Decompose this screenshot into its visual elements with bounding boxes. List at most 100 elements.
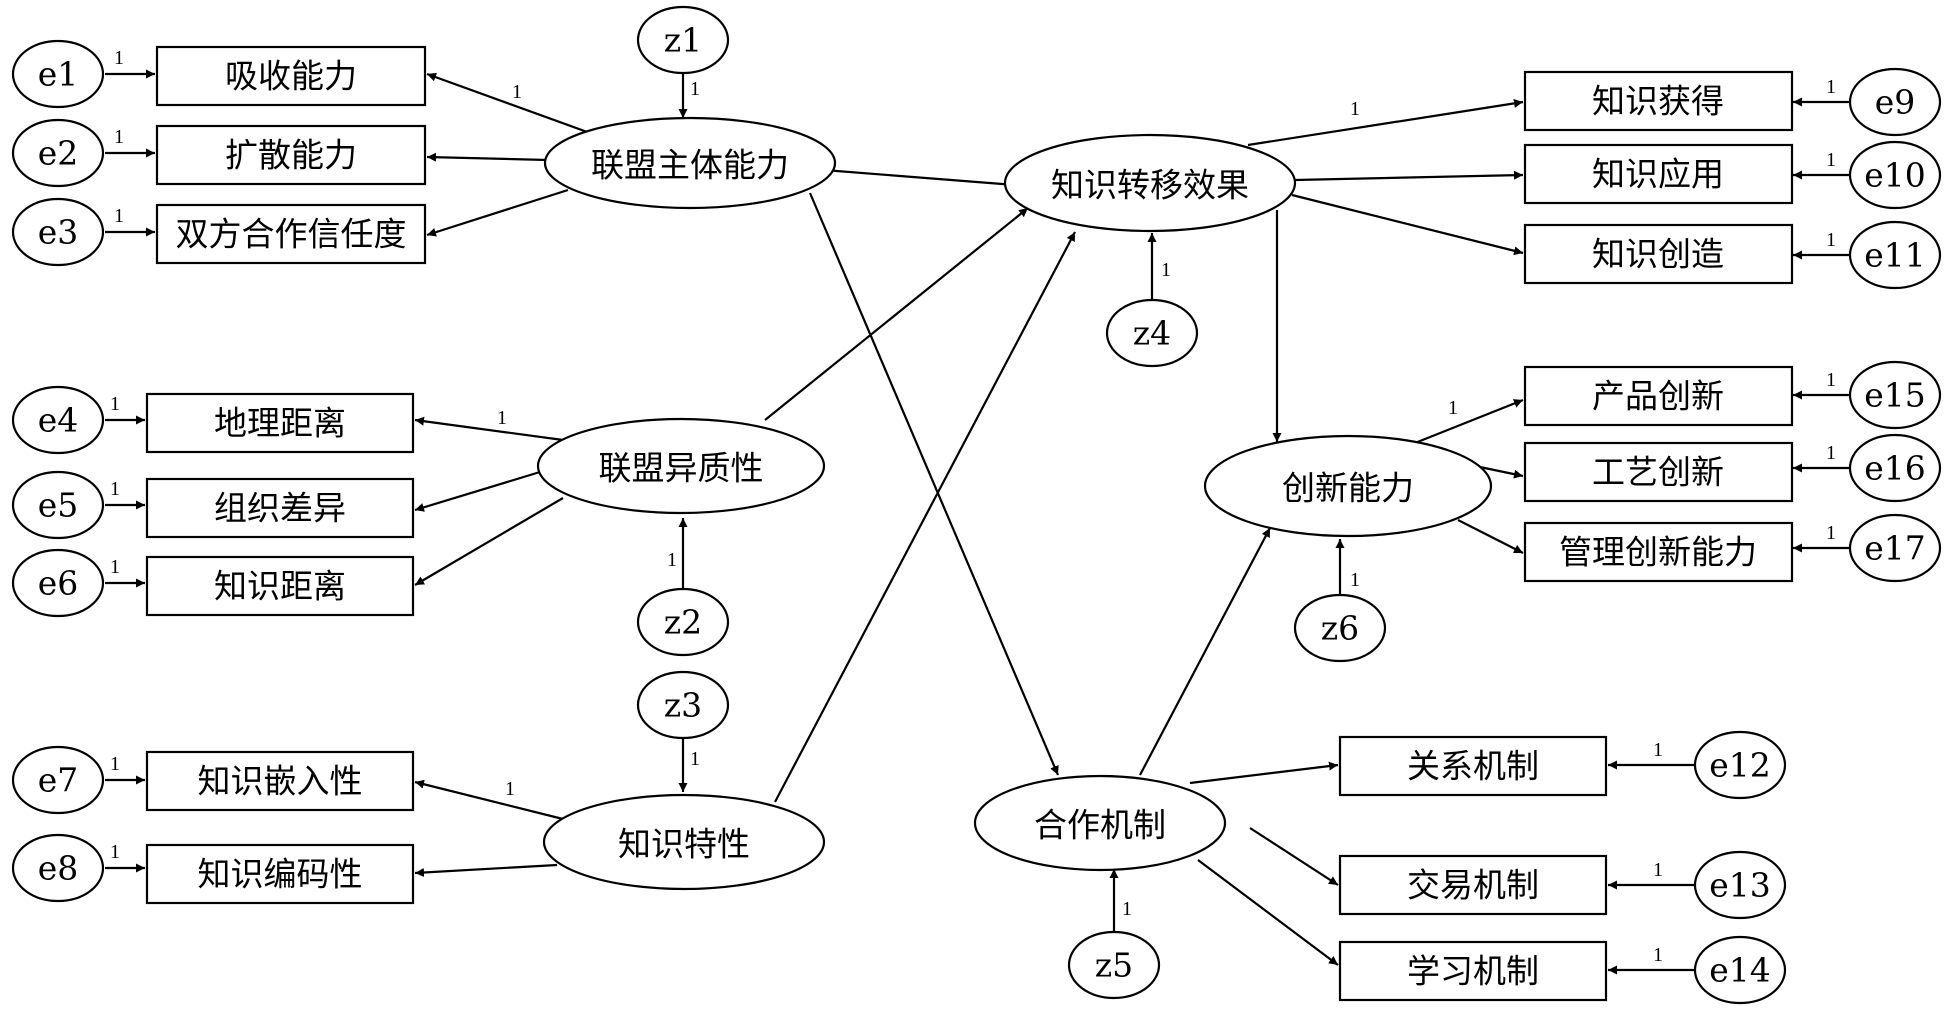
indicators-left: 吸收能力 扩散能力 双方合作信任度 地理距离 组织差异 知识距离 知识嵌入性 知…	[145, 45, 427, 905]
edge-heterogeneity-kdist	[414, 497, 564, 586]
svg-text:组织差异: 组织差异	[214, 489, 346, 528]
svg-text:产品创新: 产品创新	[1592, 377, 1724, 416]
edge-characteristics-embed	[414, 779, 564, 821]
error-nodes-right: e9 e10 e11 e15 e16 e17 e12 e13 e14	[1693, 67, 1942, 1005]
weight-capability-absorptive: 1	[512, 81, 522, 103]
svg-text:z2: z2	[664, 603, 702, 642]
svg-text:e16: e16	[1864, 449, 1926, 488]
weight-e10: 1	[1826, 149, 1836, 171]
svg-text:知识创造: 知识创造	[1592, 235, 1724, 274]
error-e3: e3	[11, 197, 105, 267]
weight-e1: 1	[114, 47, 124, 69]
svg-text:z4: z4	[1133, 314, 1171, 353]
error-e1: e1	[11, 39, 105, 109]
svg-text:e1: e1	[38, 55, 79, 94]
error-e2: e2	[11, 118, 105, 188]
svg-text:知识特性: 知识特性	[618, 825, 750, 864]
latent-alliance-heterogeneity: 联盟异质性	[536, 417, 826, 515]
weight-e17: 1	[1826, 522, 1836, 544]
edge-heterogeneity-transfer	[764, 207, 1029, 421]
edges	[105, 69, 1850, 975]
weight-labels: 1 1 1 1 1 1 1 1 1 1 1 1 1 1 1 1 1 1 1 1 …	[110, 47, 1836, 966]
svg-text:z6: z6	[1321, 609, 1359, 648]
weight-e14: 1	[1653, 944, 1663, 966]
indicator-org-difference: 组织差异	[145, 477, 415, 539]
svg-text:e15: e15	[1864, 376, 1926, 415]
indicator-process-innovation: 工艺创新	[1523, 441, 1794, 503]
edge-capability-trust	[426, 188, 569, 237]
indicators-right: 知识获得 知识应用 知识创造 产品创新 工艺创新 管理创新能力 关系机制 交易机…	[1338, 70, 1794, 1002]
edge-cooperation-innovation	[1139, 527, 1271, 776]
svg-text:e3: e3	[38, 213, 79, 252]
svg-text:吸收能力: 吸收能力	[225, 57, 357, 96]
svg-text:知识转移效果: 知识转移效果	[1051, 166, 1249, 205]
svg-text:e2: e2	[38, 134, 79, 173]
edge-characteristics-transfer	[774, 231, 1076, 803]
weight-z1: 1	[690, 78, 700, 100]
weight-z6: 1	[1350, 569, 1360, 591]
indicator-transaction-mech: 交易机制	[1338, 854, 1608, 916]
edge-innovation-process	[1474, 464, 1524, 479]
indicator-management-innovation: 管理创新能力	[1523, 521, 1794, 583]
svg-text:e5: e5	[38, 486, 79, 525]
svg-text:知识获得: 知识获得	[1592, 82, 1724, 121]
svg-text:联盟主体能力: 联盟主体能力	[591, 146, 789, 185]
error-e11: e11	[1848, 220, 1942, 290]
latent-cooperation-mechanism: 合作机制	[973, 774, 1227, 872]
indicator-knowledge-distance: 知识距离	[145, 555, 415, 617]
weight-z4: 1	[1161, 259, 1171, 281]
latent-knowledge-transfer-effect: 知识转移效果	[1003, 133, 1297, 233]
svg-text:z1: z1	[664, 21, 702, 60]
indicator-codification: 知识编码性	[145, 843, 415, 905]
indicator-learning-mech: 学习机制	[1338, 940, 1608, 1002]
error-e12: e12	[1693, 730, 1787, 800]
weight-e2: 1	[114, 126, 124, 148]
svg-text:知识编码性: 知识编码性	[198, 855, 363, 894]
weight-e6: 1	[110, 556, 120, 578]
indicator-application: 知识应用	[1523, 143, 1794, 205]
svg-text:地理距离: 地理距离	[214, 404, 346, 443]
weight-heterogeneity-geo: 1	[497, 407, 507, 429]
svg-text:联盟异质性: 联盟异质性	[599, 449, 764, 488]
svg-text:创新能力: 创新能力	[1282, 469, 1414, 508]
weight-e3: 1	[114, 205, 124, 227]
svg-text:扩散能力: 扩散能力	[225, 136, 357, 175]
indicator-product-innovation: 产品创新	[1523, 365, 1794, 427]
error-e7: e7	[11, 745, 105, 815]
error-e9: e9	[1848, 67, 1942, 137]
svg-text:e7: e7	[38, 761, 79, 800]
svg-text:交易机制: 交易机制	[1407, 866, 1539, 905]
disturbance-z6: z6	[1293, 593, 1387, 663]
svg-text:z5: z5	[1095, 946, 1133, 985]
svg-text:e12: e12	[1709, 746, 1771, 785]
weight-e15: 1	[1826, 369, 1836, 391]
error-e6: e6	[11, 548, 105, 618]
weight-z3: 1	[690, 748, 700, 770]
edge-heterogeneity-geo	[414, 416, 564, 442]
edge-heterogeneity-org	[414, 470, 541, 512]
error-e5: e5	[11, 470, 105, 540]
indicator-absorptive: 吸收能力	[155, 45, 427, 107]
disturbance-z4: z4	[1105, 298, 1199, 368]
svg-text:e14: e14	[1709, 951, 1771, 990]
weight-e8: 1	[110, 841, 120, 863]
svg-text:e4: e4	[38, 401, 79, 440]
svg-text:e6: e6	[38, 564, 79, 603]
indicator-diffusion: 扩散能力	[155, 124, 427, 186]
disturbance-z2: z2	[636, 587, 730, 657]
svg-text:e17: e17	[1864, 529, 1926, 568]
edge-transfer-application	[1294, 170, 1524, 182]
svg-text:关系机制: 关系机制	[1407, 747, 1539, 786]
svg-text:e11: e11	[1864, 236, 1926, 275]
error-nodes-left: e1 e2 e3 e4 e5 e6 e7 e8	[11, 39, 105, 903]
indicator-relationship-mech: 关系机制	[1338, 735, 1608, 797]
weight-e5: 1	[110, 478, 120, 500]
edge-characteristics-codif	[414, 863, 558, 877]
weight-e7: 1	[110, 753, 120, 775]
latent-innovation-capability: 创新能力	[1203, 434, 1493, 538]
weight-characteristics-embed: 1	[505, 778, 515, 800]
error-e16: e16	[1848, 433, 1942, 503]
svg-text:学习机制: 学习机制	[1407, 952, 1539, 991]
svg-text:e13: e13	[1709, 866, 1771, 905]
